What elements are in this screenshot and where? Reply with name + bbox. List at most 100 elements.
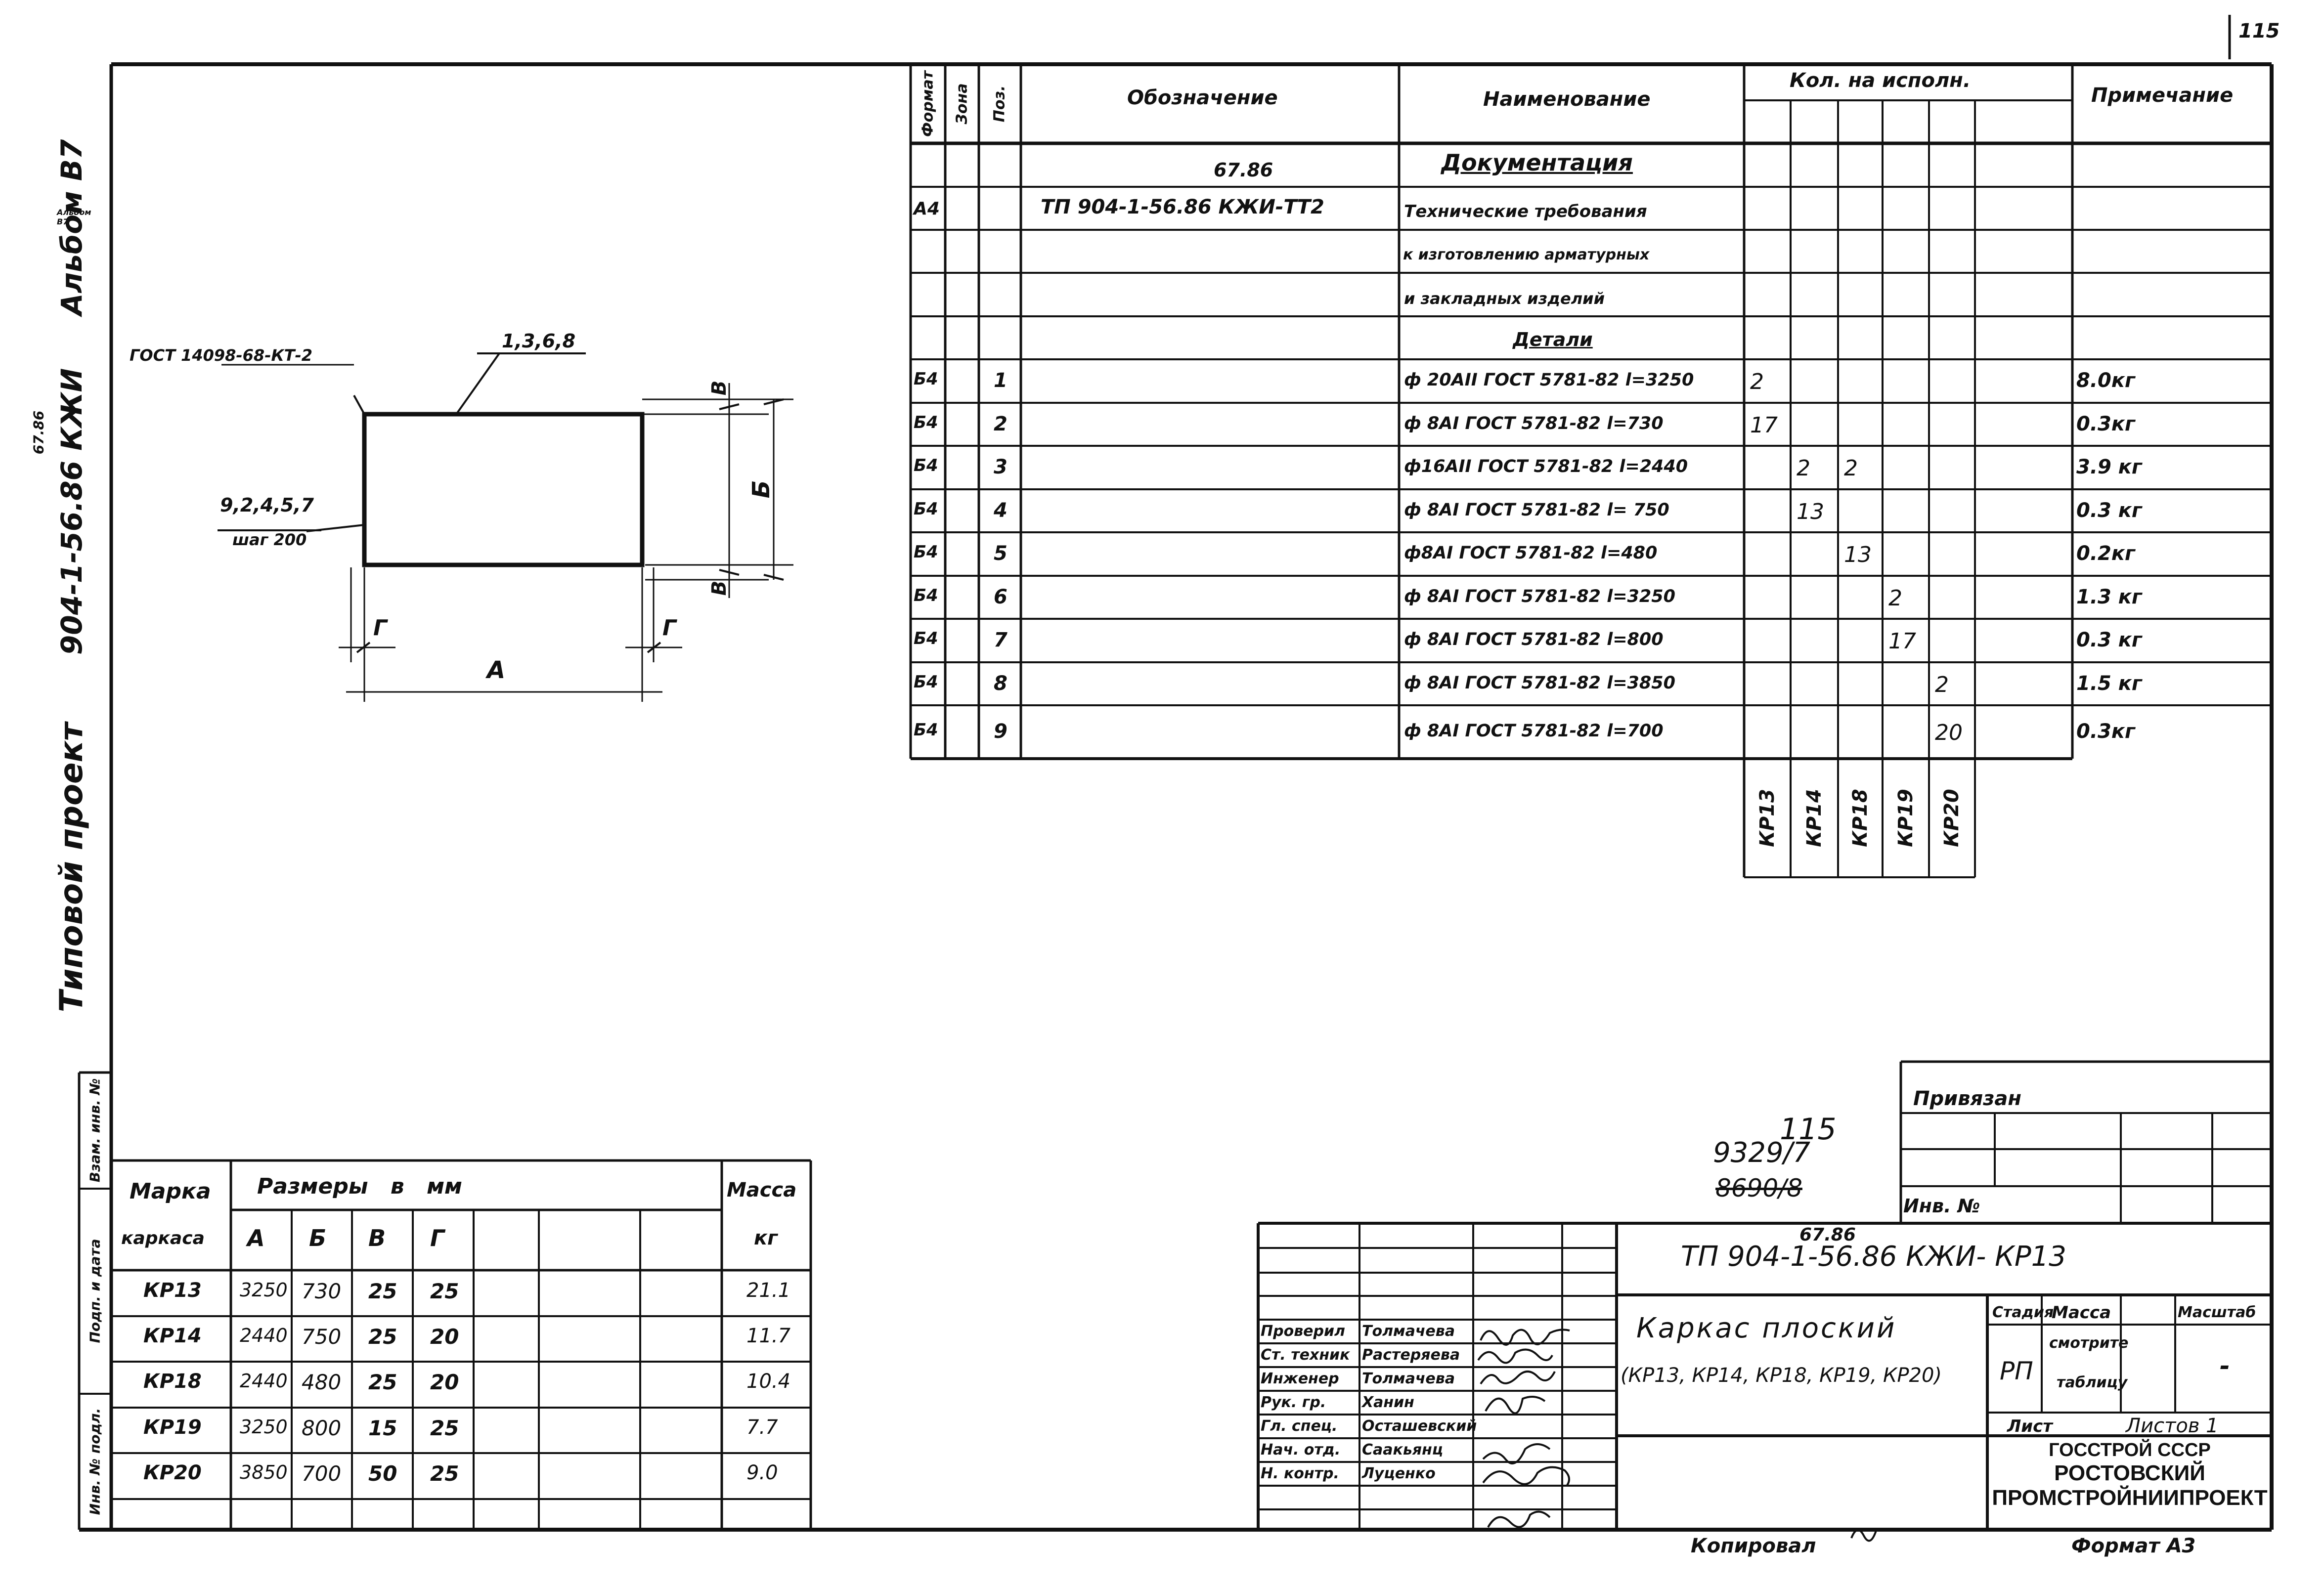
spec-row-pos: 4 bbox=[994, 499, 1008, 522]
dims-row-b: 700 bbox=[302, 1461, 342, 1486]
spec-doc-designation-over: 67.86 bbox=[1214, 159, 1273, 181]
spec-row-qty: 17 bbox=[1888, 629, 1916, 654]
dims-row-v: 15 bbox=[368, 1416, 397, 1440]
dims-header-mark-1: Марка bbox=[130, 1179, 211, 1204]
title-name-1: Каркас плоский bbox=[1636, 1312, 1897, 1344]
title-person: Растеряева bbox=[1362, 1346, 1460, 1364]
spec-row-note: 0.3кг bbox=[2076, 412, 2135, 435]
spec-row-pos: 1 bbox=[994, 369, 1008, 392]
dims-row-a: 3250 bbox=[240, 1416, 288, 1438]
title-mass-2: таблицу bbox=[2057, 1374, 2128, 1391]
variant-label: КР19 bbox=[1894, 789, 1917, 847]
title-scale: - bbox=[2220, 1352, 2230, 1380]
dims-row-a: 3850 bbox=[240, 1461, 288, 1483]
spec-row-name: ф 8АI ГОСТ 5781-82 l=700 bbox=[1404, 721, 1664, 741]
dims-row-mass: 10.4 bbox=[746, 1370, 791, 1393]
dims-row-v: 25 bbox=[368, 1325, 397, 1349]
spec-row-pos: 8 bbox=[994, 672, 1008, 695]
title-org-3: ПРОМСТРОЙНИИПРОЕКТ bbox=[1992, 1486, 2268, 1510]
spec-row-format: Б4 bbox=[914, 672, 938, 692]
spec-doc-designation: ТП 904-1-56.86 КЖИ-ТТ2 bbox=[1041, 196, 1324, 218]
title-designation-over: 67.86 bbox=[1799, 1225, 1856, 1245]
spec-section-details: Детали bbox=[1513, 329, 1593, 350]
spec-row-pos: 2 bbox=[994, 412, 1008, 435]
dims-col-header: Г bbox=[430, 1225, 445, 1251]
spec-row-name: ф8АI ГОСТ 5781-82 l=480 bbox=[1404, 543, 1658, 563]
variant-label: КР13 bbox=[1756, 789, 1779, 847]
dims-row-b: 800 bbox=[302, 1416, 342, 1440]
spec-row-format: Б4 bbox=[914, 585, 938, 605]
spec-row-note: 1.5 кг bbox=[2076, 672, 2142, 695]
vertical-code-text: 904-1-56.86 КЖИ bbox=[55, 368, 88, 655]
sketch-pos-top: 1,3,6,8 bbox=[502, 330, 576, 352]
spec-row-pos: 9 bbox=[994, 720, 1008, 743]
spec-row-qty: 17 bbox=[1750, 412, 1778, 438]
sketch-dim-a: А bbox=[487, 656, 506, 684]
spec-header-zone: Зона bbox=[953, 83, 971, 125]
vertical-type-text: Типовой проект bbox=[53, 722, 90, 1013]
dims-row-b: 730 bbox=[302, 1279, 342, 1303]
spec-row-format: Б4 bbox=[914, 369, 938, 389]
spec-row-name: ф 20АII ГОСТ 5781-82 l=3250 bbox=[1404, 370, 1694, 390]
title-sheet: Лист bbox=[2007, 1416, 2053, 1436]
spec-row-pos: 3 bbox=[994, 456, 1008, 478]
spec-row-format: Б4 bbox=[914, 720, 938, 740]
spec-row-pos: 6 bbox=[994, 585, 1008, 608]
title-role: Нач. отд. bbox=[1261, 1441, 1341, 1459]
spec-row-qty: 20 bbox=[1935, 720, 1963, 745]
dims-row-a: 2440 bbox=[240, 1325, 288, 1346]
dims-row-b: 750 bbox=[302, 1325, 342, 1349]
dims-header-mark-2: каркаса bbox=[121, 1228, 205, 1248]
title-person: Ханин bbox=[1362, 1394, 1414, 1411]
spec-row-note: 0.3кг bbox=[2076, 720, 2135, 743]
title-sheets: Листов 1 bbox=[2126, 1415, 2219, 1437]
spec-row-qty: 2 bbox=[1844, 456, 1858, 481]
dims-row-mark: КР18 bbox=[143, 1370, 202, 1393]
title-person: Толмачева bbox=[1362, 1323, 1455, 1340]
spec-row-note: 0.2кг bbox=[2076, 542, 2135, 565]
binding-label: Привязан bbox=[1913, 1087, 2022, 1110]
vertical-album-text: Альбом В7 bbox=[55, 139, 88, 316]
title-org-1: ГОССТРОЙ СССР bbox=[2049, 1440, 2211, 1460]
sketch-dim-g-right: Г bbox=[662, 615, 677, 641]
title-role: Проверил bbox=[1261, 1323, 1345, 1340]
dims-row-v: 25 bbox=[368, 1370, 397, 1394]
variant-label: КР14 bbox=[1803, 789, 1826, 847]
vertical-code-over-text: 67.86 bbox=[30, 410, 47, 455]
stamp-label: Инв. № подл. bbox=[87, 1408, 103, 1515]
spec-row-qty: 2 bbox=[1888, 585, 1902, 611]
spec-doc-name-2: к изготовлению арматурных bbox=[1403, 246, 1650, 263]
title-stage-header: Стадия bbox=[1992, 1304, 2054, 1321]
spec-header-designation: Обозначение bbox=[1127, 86, 1278, 109]
spec-row-format: Б4 bbox=[914, 412, 938, 432]
stamp-label: Взам. инв. № bbox=[87, 1078, 103, 1183]
title-role: Рук. гр. bbox=[1261, 1394, 1326, 1411]
spec-row-qty: 13 bbox=[1844, 542, 1872, 567]
sketch-dim-v-top: В bbox=[708, 380, 731, 396]
dims-row-a: 2440 bbox=[240, 1370, 288, 1392]
title-mass-1: смотрите bbox=[2049, 1334, 2129, 1352]
dims-row-b: 480 bbox=[302, 1370, 342, 1394]
binding-num-1: 9329/7 bbox=[1713, 1137, 1811, 1169]
sketch-dim-b: Б bbox=[747, 480, 775, 499]
sketch-dim-v-bottom: В bbox=[708, 580, 731, 596]
footer-format: Формат А3 bbox=[2071, 1535, 2196, 1557]
title-scale-header: Масштаб bbox=[2178, 1304, 2256, 1321]
spec-header-note: Примечание bbox=[2091, 84, 2234, 107]
spec-section-docs: Документация bbox=[1441, 149, 1633, 176]
spec-row-pos: 5 bbox=[994, 542, 1008, 565]
spec-row-qty: 2 bbox=[1750, 369, 1764, 394]
spec-row-qty: 2 bbox=[1797, 456, 1810, 481]
page-number: 115 bbox=[2238, 20, 2280, 43]
title-org-2: РОСТОВСКИЙ bbox=[2054, 1461, 2205, 1485]
title-role: Н. контр. bbox=[1261, 1465, 1339, 1482]
title-person: Саакьянц bbox=[1362, 1441, 1444, 1459]
spec-row-format: Б4 bbox=[914, 542, 938, 562]
spec-row-note: 3.9 кг bbox=[2076, 456, 2142, 478]
dims-row-v: 25 bbox=[368, 1279, 397, 1303]
dims-row-g: 25 bbox=[430, 1279, 459, 1303]
dims-row-g: 25 bbox=[430, 1461, 459, 1486]
dims-row-v: 50 bbox=[368, 1461, 397, 1486]
